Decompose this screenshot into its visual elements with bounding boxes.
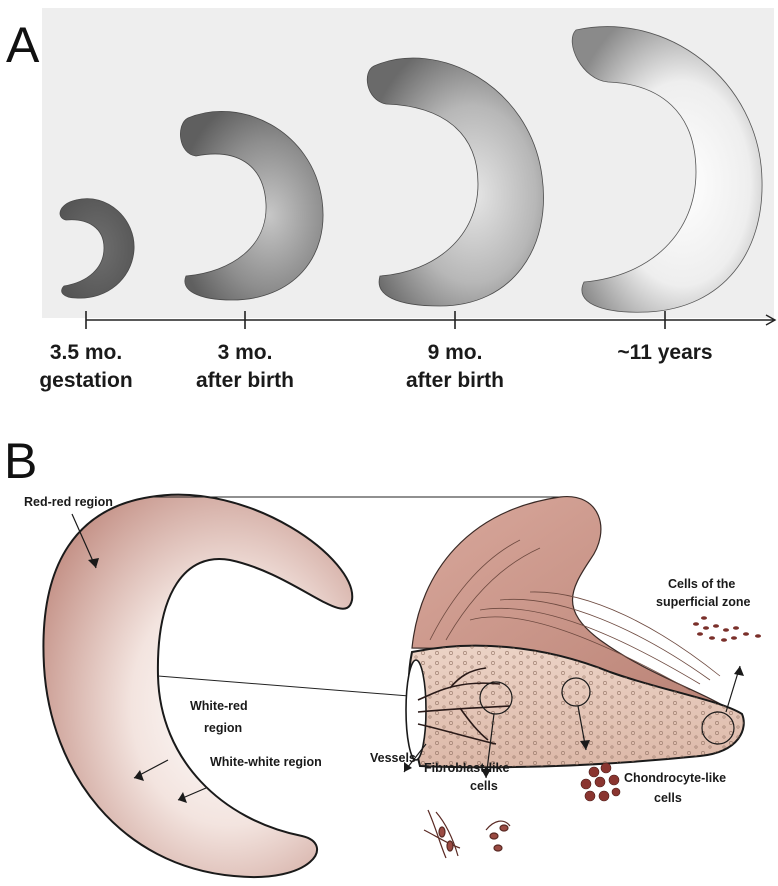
label-vessels: Vessels: [370, 751, 416, 765]
stage-label-line1: 3 mo.: [218, 341, 273, 364]
label-white-red-line1: White-red: [190, 699, 248, 713]
label-superficial-line1: Cells of the: [668, 577, 735, 591]
stage-label-line2: after birth: [196, 369, 294, 392]
label-red-red-region: Red-red region: [24, 495, 113, 509]
vessel-entry-ellipse: [406, 660, 426, 760]
label-white-white-region: White-white region: [210, 755, 322, 769]
label-white-red-line2: region: [204, 721, 242, 735]
label-chondrocyte-line1: Chondrocyte-like: [624, 771, 726, 785]
meniscus-cross-section: [43, 495, 352, 877]
label-chondrocyte-line2: cells: [654, 791, 682, 805]
panel-b-letter: B: [4, 433, 37, 489]
fibroblast-cells-illustration: [424, 810, 510, 858]
stage-label-line1: ~11 years: [617, 341, 712, 364]
label-fibroblast-line1: Fibroblast-like: [424, 761, 509, 775]
panel-a-letter: A: [6, 17, 40, 73]
stage-label-line2: gestation: [39, 369, 132, 392]
stage-label-line1: 3.5 mo.: [50, 341, 122, 364]
label-superficial-line2: superficial zone: [656, 595, 751, 609]
stage-label-line1: 9 mo.: [428, 341, 483, 364]
superficial-cells-illustration: [693, 616, 761, 642]
stage-label-line2: after birth: [406, 369, 504, 392]
chondrocyte-cells-illustration: [581, 763, 620, 801]
label-fibroblast-line2: cells: [470, 779, 498, 793]
